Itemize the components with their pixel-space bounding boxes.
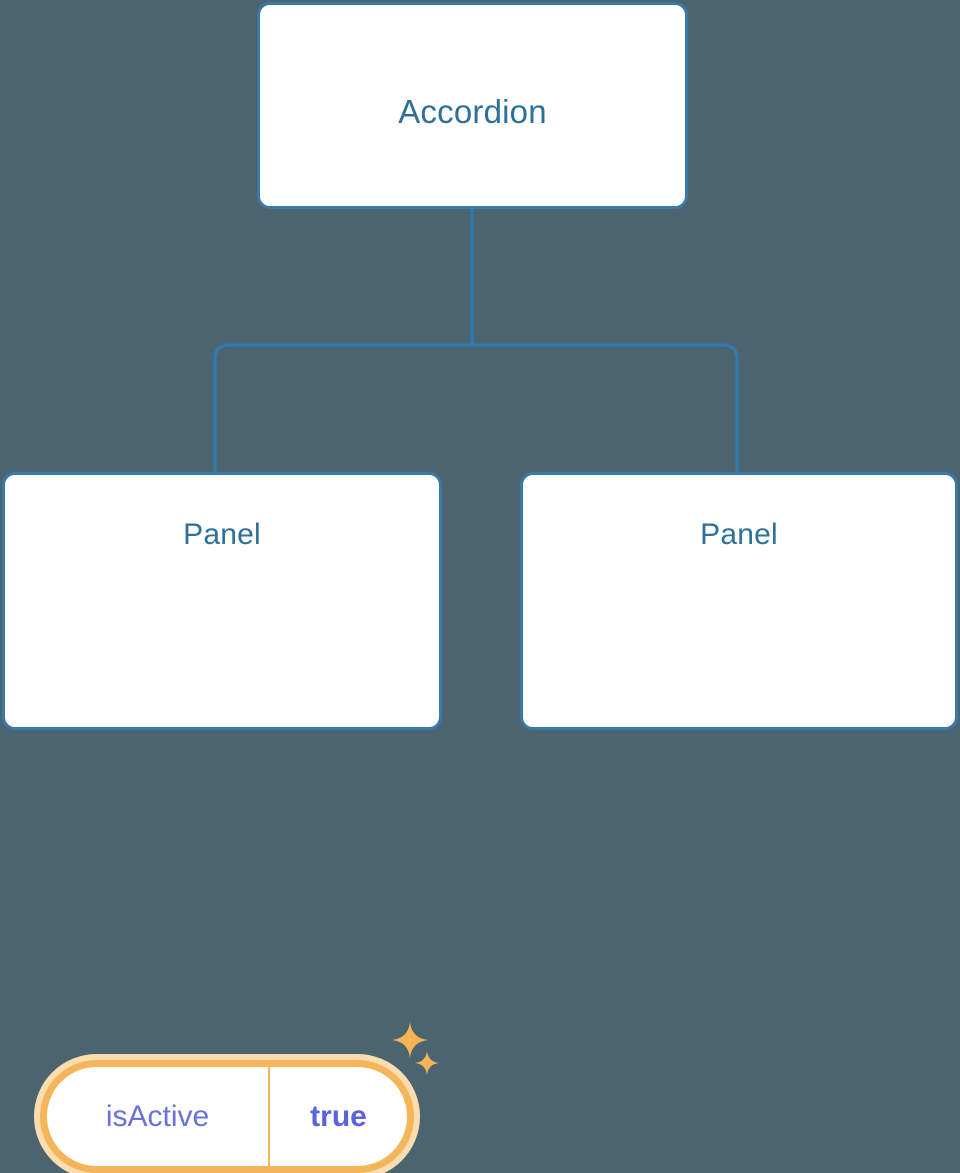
sparkle-small-icon (415, 1051, 439, 1075)
sparkle-icon (392, 1022, 428, 1058)
connector-branch-right (472, 343, 739, 474)
prop-value-label: true (310, 1099, 367, 1133)
prop-pill-isactive-true[interactable]: isActive true (40, 1060, 414, 1173)
node-panel-active[interactable]: Panel isActive true (2, 472, 442, 1173)
node-panel-inactive[interactable]: Panel isActive false (520, 472, 958, 730)
prop-key-label: isActive (105, 1099, 210, 1133)
node-panel-active-title: Panel (183, 518, 261, 551)
connector-branch-left (213, 343, 472, 474)
node-accordion-title: Accordion (398, 93, 547, 130)
node-panel-inactive-title: Panel (700, 518, 778, 551)
node-accordion[interactable]: Accordion (257, 2, 688, 209)
